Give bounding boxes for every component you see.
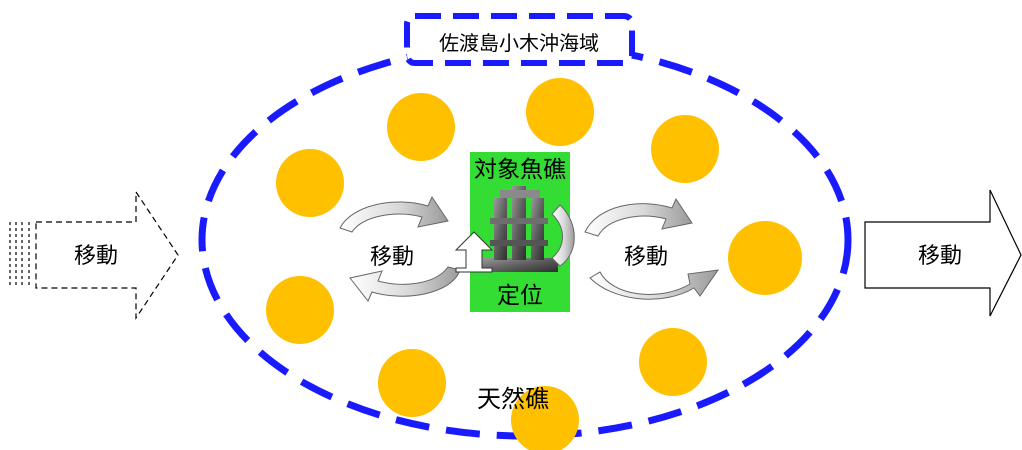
natural-reef-circle: [378, 349, 446, 417]
reef-pillar: [494, 198, 507, 260]
incoming-move-arrow: [9, 190, 179, 320]
incoming-move-label: 移動: [74, 244, 118, 269]
reef-base: [482, 258, 558, 272]
left-move-label: 移動: [370, 245, 414, 270]
area-label: 佐渡島小木沖海域: [439, 31, 599, 55]
reef-top: [500, 190, 540, 198]
target-reef-top-label: 対象魚礁: [474, 157, 566, 183]
reef-circling-arrow-icon: [551, 204, 575, 267]
natural-reef-circle: [639, 328, 707, 396]
natural-reef-circle: [511, 386, 579, 450]
area-label-box: [404, 13, 635, 66]
artificial-reef-icon: [482, 186, 558, 272]
right-circulation-arrows: [584, 197, 720, 300]
natural-reef-label: 天然礁: [477, 385, 549, 413]
right-curl-arrow-top-icon: [584, 197, 693, 237]
left-circulation-arrows: [339, 195, 461, 302]
natural-reef-circle: [276, 149, 344, 217]
reef-pillar: [531, 198, 544, 260]
incoming-arrow-shape: [35, 190, 179, 320]
target-reef-structure: 対象魚礁 定位: [454, 152, 575, 312]
outgoing-move-arrow: [864, 189, 1022, 317]
natural-reef-group: [266, 78, 802, 450]
natural-reef-circle: [651, 115, 719, 183]
natural-reef-circle: [728, 221, 802, 295]
outgoing-move-label: 移動: [918, 244, 962, 269]
reef-crossbar: [490, 218, 548, 224]
right-curl-arrow-bottom-icon: [589, 269, 720, 300]
reef-crossbar: [490, 240, 548, 246]
reef-up-arrow-icon: [454, 231, 494, 273]
natural-reef-circle: [387, 93, 455, 161]
left-curl-arrow-bottom-icon: [349, 266, 461, 302]
right-move-label: 移動: [624, 245, 668, 270]
natural-reef-circle: [266, 276, 334, 344]
left-curl-arrow-top-icon: [339, 195, 449, 233]
target-reef-bottom-label: 定位: [497, 283, 543, 309]
natural-reef-circle: [526, 78, 594, 146]
